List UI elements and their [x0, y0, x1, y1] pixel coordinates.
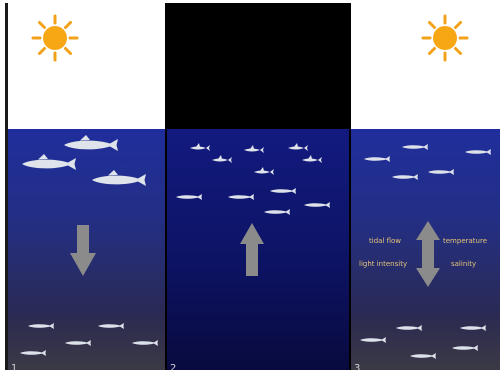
factor-label-temperature: temperature: [443, 237, 487, 245]
sun-icon: [33, 16, 77, 60]
panel-1: 1: [8, 3, 166, 374]
panel-3: tidal flow temperature light intensity s…: [350, 3, 500, 374]
sky-day: [8, 3, 166, 129]
water: [8, 129, 166, 319]
factor-label-salinity: salinity: [451, 260, 476, 268]
panel-2: 2: [166, 3, 350, 374]
factor-label-light-intensity: light intensity: [359, 260, 407, 268]
sun-icon: [423, 16, 467, 60]
sky-night: [166, 3, 350, 129]
sky-day: [350, 3, 500, 129]
factor-label-tidal-flow: tidal flow: [369, 237, 401, 245]
